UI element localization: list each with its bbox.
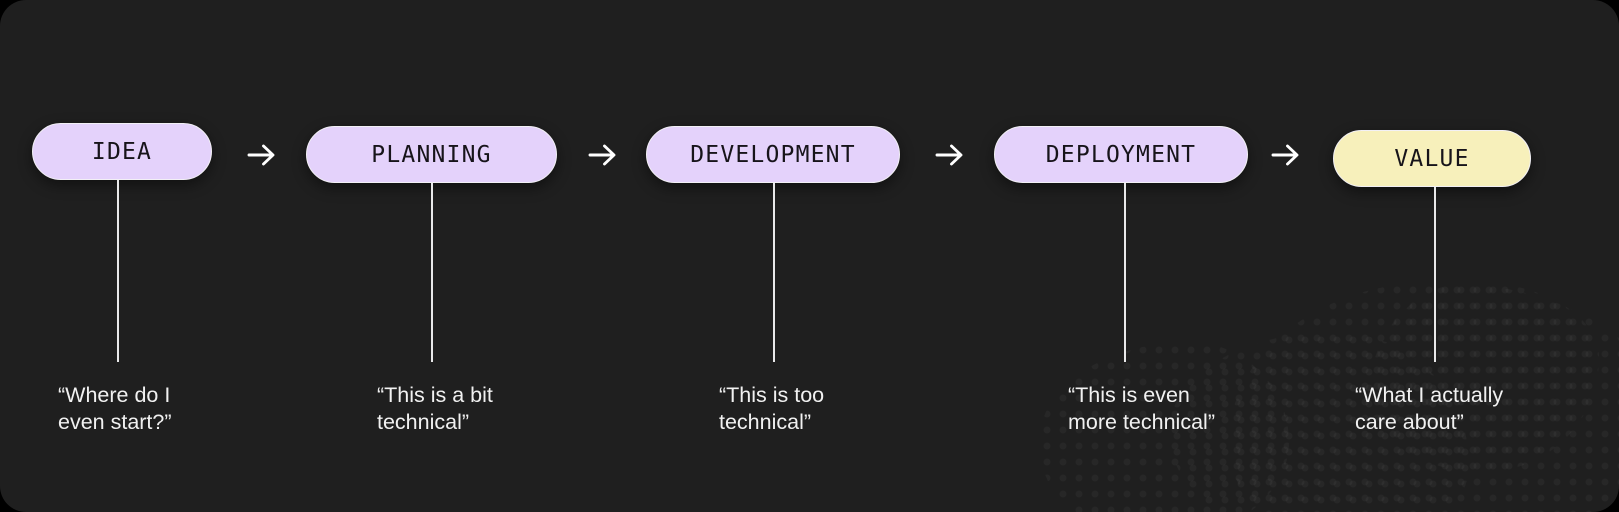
stage-stem-development	[773, 183, 775, 362]
stage-caption-development: “This is too technical”	[719, 383, 825, 434]
stage-caption-idea: “Where do I even start?”	[58, 383, 172, 434]
arrow-right-icon-3	[927, 132, 973, 178]
stage-stem-planning	[431, 183, 433, 362]
arrow-right-icon-1	[239, 132, 285, 178]
stage-stem-value	[1434, 187, 1436, 362]
stage-caption-value: “What I actually care about”	[1355, 383, 1504, 434]
stage-pill-planning[interactable]: PLANNING	[306, 126, 557, 183]
stage-stem-deployment	[1124, 183, 1126, 362]
stage-stem-idea	[117, 180, 119, 362]
stage-pill-idea[interactable]: IDEA	[32, 123, 212, 180]
arrow-right-icon-2	[580, 132, 626, 178]
stage-pill-development[interactable]: DEVELOPMENT	[646, 126, 900, 183]
arrow-right-icon-4	[1263, 132, 1309, 178]
stage-pill-deployment[interactable]: DEPLOYMENT	[994, 126, 1248, 183]
stage-caption-planning: “This is a bit technical”	[377, 383, 493, 434]
stage-pill-value[interactable]: VALUE	[1333, 130, 1531, 187]
stage-caption-deployment: “This is even more technical”	[1068, 383, 1215, 434]
